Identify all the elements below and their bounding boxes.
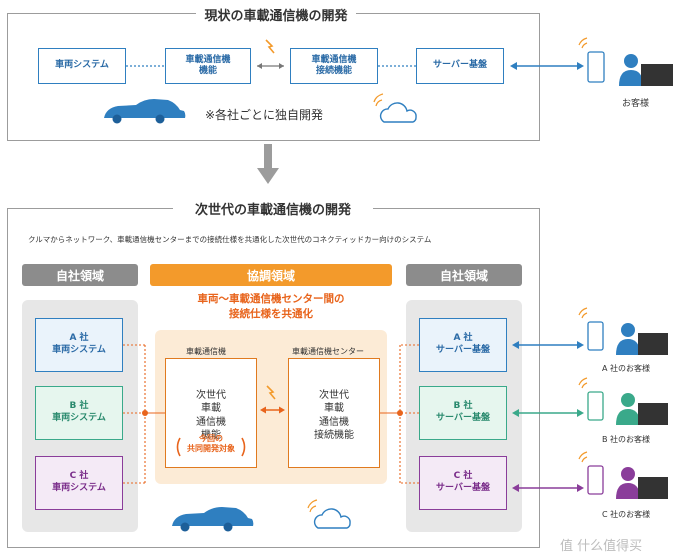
center-column-label: 車載通信機センター (292, 347, 364, 356)
vehicle-c-box: C 社 車両システム (35, 456, 123, 510)
next-center-box: 次世代 車載 通信機 接続機能 (288, 358, 380, 468)
next-center-text: 次世代 車載 通信機 接続機能 (314, 389, 354, 442)
vehicle-b-box: B 社 車両システム (35, 386, 123, 440)
lightning-icon (265, 39, 275, 54)
customer-c-label: C 社のお客様 (602, 510, 651, 519)
server-a-box: A 社 サーバー基盤 (419, 318, 507, 372)
server-c-box: C 社 サーバー基盤 (419, 456, 507, 510)
center-lightning-icon (266, 385, 276, 400)
next-device-box: 次世代 車載 通信機 機能 (165, 358, 257, 468)
customer-b-icon (578, 377, 668, 425)
double-arrow-icon (257, 63, 284, 69)
next-device-text: 次世代 車載 通信機 機能 (196, 389, 226, 442)
right-bracket-line (380, 344, 419, 484)
vehicle-system-box: 車両システム (38, 48, 126, 84)
customer-b-label: B 社のお客様 (602, 435, 651, 444)
current-title: 現状の車載通信機の開発 (196, 5, 356, 24)
customer-icon (619, 54, 673, 86)
own-area-left-label: 自社領域 (22, 264, 138, 286)
next-title: 次世代の車載通信機の開発 (173, 199, 373, 218)
car-icon (104, 99, 186, 124)
down-arrow-icon (257, 144, 279, 184)
arrow-to-customer-b (512, 409, 584, 417)
vehicle-a-box: A 社 車両システム (35, 318, 123, 372)
cloud-icon (373, 93, 417, 123)
coop-heading: 車両〜車載通信機センター間の 接続仕様を共通化 (197, 293, 345, 320)
customer-a-label: A 社のお客様 (602, 364, 651, 373)
watermark: 值 什么值得买 (560, 539, 643, 554)
customer-c-icon (578, 451, 668, 499)
bottom-car-icon (172, 507, 254, 532)
next-description: クルマからネットワーク、車載通信機センターまでの接続仕様を共通化した次世代のコネ… (28, 235, 432, 244)
device-function-box: 車載通信機 機能 (165, 48, 251, 84)
arrow-to-customer-c (512, 484, 584, 492)
device-connect-box: 車載通信機 接続機能 (290, 48, 378, 84)
bottom-cloud-icon (307, 499, 351, 529)
joint-dev-note: 今回の 共同開発対象 (187, 434, 235, 454)
customer-arrow (510, 62, 584, 70)
server-b-box: B 社 サーバー基盤 (419, 386, 507, 440)
server-base-box: サーバー基盤 (416, 48, 504, 84)
current-connectors (104, 37, 673, 124)
customer-label: お客様 (622, 99, 650, 109)
device-column-label: 車載通信機 (186, 347, 226, 356)
left-bracket-line (123, 344, 165, 484)
arrow-to-customer-a (512, 341, 584, 349)
own-area-right-label: 自社領域 (406, 264, 522, 286)
center-double-arrow-icon (260, 406, 285, 414)
customer-a-icon (578, 307, 668, 355)
current-note: ※各社ごとに独自開発 (205, 108, 324, 122)
coop-area-label: 協調領域 (150, 264, 392, 286)
smartphone-icon (578, 37, 605, 83)
